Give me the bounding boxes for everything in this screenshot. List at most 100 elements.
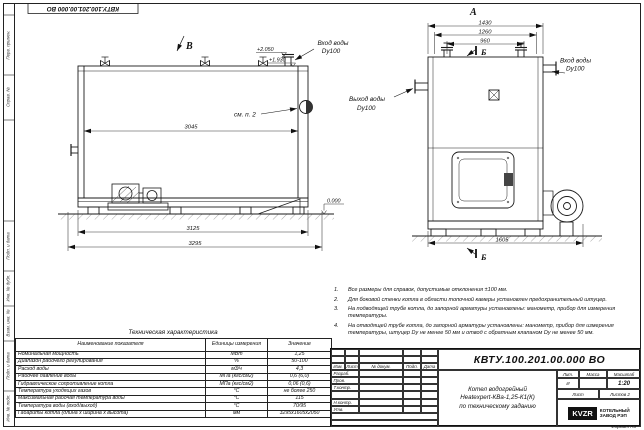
scale-value: 1:20 — [607, 378, 641, 389]
support-frame — [77, 197, 309, 208]
format-label: Формат А3 — [610, 424, 636, 429]
param-unit: °С — [205, 394, 268, 404]
tb-row-prov: Пров. — [331, 377, 359, 384]
tb-cell-empty — [403, 370, 421, 377]
tech-table-title: Техническая характеристика — [128, 329, 218, 336]
notes-list: 1. Все размеры для справок, допустимые о… — [334, 287, 637, 340]
furnace-door — [451, 151, 515, 209]
side-dimensions — [67, 128, 323, 251]
param-name: Номинальная мощность — [15, 350, 206, 359]
tb-cell-empty — [421, 399, 438, 406]
valve-icon — [258, 56, 268, 67]
tb-cell-empty — [421, 377, 438, 384]
tb-cell-empty — [403, 391, 421, 399]
tb-cell-empty — [421, 391, 438, 399]
front-view: 1430 1260 960 1605 А Б Б Вход воды Dy100… — [349, 7, 602, 262]
tb-cell-empty — [359, 370, 403, 377]
tb-cell-empty — [331, 349, 345, 356]
param-value: 0,06 (0,6) — [267, 380, 332, 389]
title-block: Изм. Лист № докум. Подп. Дата Разраб. Пр… — [330, 348, 641, 427]
param-unit: °С — [205, 387, 268, 396]
tb-cell-empty — [331, 356, 345, 363]
param-value: не более 250 — [267, 387, 332, 396]
dimension-front-outer: 1430 — [479, 20, 493, 26]
param-unit: % — [205, 357, 268, 367]
note-item: 2. Для боковой стенки котла в области то… — [334, 297, 637, 304]
tb-col-list: Лист — [345, 363, 359, 370]
param-name: Рабочее давление воды — [15, 372, 206, 382]
tb-col-podp: Подп. — [403, 363, 421, 370]
stamp-column-label: Перв. примен. — [6, 30, 11, 59]
section-label-bottom: Б — [480, 252, 487, 262]
note-item: 1. Все размеры для справок, допустимые о… — [334, 287, 637, 294]
dimension-frame-length: 3125 — [187, 226, 201, 232]
tb-cell-empty — [421, 349, 438, 356]
tb-cell-empty — [421, 384, 438, 391]
tb-cell-empty — [331, 391, 359, 399]
tb-cell-empty — [421, 356, 438, 363]
tb-cell-empty — [403, 356, 421, 363]
tb-col-izm: Изм. — [331, 363, 345, 370]
elevation-mark-mid: +1.930 — [269, 58, 286, 64]
top-valve-right — [515, 42, 527, 57]
door-handle — [504, 173, 513, 186]
param-value: 70/95 — [267, 402, 332, 411]
tb-cell-empty — [331, 420, 438, 427]
outlet-leader-front — [393, 88, 414, 98]
view-label-b: В — [185, 41, 193, 52]
elevation-mark-zero: 0.000 — [327, 199, 341, 205]
param-unit: м3/ч — [205, 365, 268, 374]
tb-cell-empty — [359, 349, 403, 356]
param-unit: МПа (кгс/см2) — [205, 380, 268, 389]
inlet-leader-front — [551, 70, 566, 75]
ground-side — [58, 213, 334, 220]
param-name: Диапазон рабочего регулирования — [15, 357, 206, 367]
tb-row-tkontr: Т.контр. — [331, 384, 359, 391]
tb-cell-empty — [359, 384, 403, 391]
lit-value: И — [557, 378, 579, 389]
stamp-column-label: Взам. инв. № — [6, 309, 11, 336]
section-label-top: Б — [480, 47, 487, 57]
tb-cell-empty — [403, 377, 421, 384]
lit-header: Лит. — [557, 370, 579, 378]
dimension-front-width: 1605 — [496, 237, 510, 243]
param-unit: МВт — [205, 350, 268, 359]
outlet-label-front: Выход воды — [349, 95, 385, 103]
doc-number-top: КВТУ.100.201.00.000 ВО — [47, 5, 119, 12]
tb-cell-empty — [345, 356, 359, 363]
company-cell: KVZR КОТЕЛЬНЫЙ ЗАВОД РЭП — [557, 399, 641, 427]
company-name: КОТЕЛЬНЫЙ ЗАВОД РЭП — [599, 407, 630, 419]
param-value: 50-100 — [267, 357, 332, 367]
stamp-column-label: Инв. № подл. — [6, 394, 11, 421]
dimension-front-mid: 1260 — [479, 29, 493, 35]
elevation-mark-top: +2.050 — [257, 47, 274, 53]
product-line3: по техническому заданию — [459, 402, 536, 410]
elevation-marks — [256, 52, 344, 215]
note-number: 2. — [334, 296, 339, 303]
sheets-label: Листов 2 — [599, 389, 641, 399]
param-unit: МПа (кгс/см2) — [205, 372, 268, 382]
table-row: Габариты котла (длина х ширина х высота)… — [15, 409, 332, 419]
doc-number-box — [27, 3, 139, 14]
valve-icon — [200, 56, 210, 67]
note-item: 4. На отводящей трубе котла, до запорной… — [334, 323, 637, 337]
tb-cell-empty — [359, 356, 403, 363]
product-line2: Heatexpert-КВа-1,25-К1(К) — [460, 394, 535, 402]
stamp-column-label: Подп. и дата — [6, 232, 11, 260]
product-line1: Котел водогрейный — [468, 385, 527, 393]
param-name: Температура уходящих газов — [15, 387, 206, 396]
stamp-column-label: Подп. и дата — [6, 352, 11, 380]
inlet-label-side: Вход воды — [317, 39, 348, 47]
tb-cell-empty — [421, 406, 438, 413]
note-number: 1. — [334, 287, 339, 293]
ground-front — [412, 235, 602, 242]
view-label-a: А — [469, 7, 477, 18]
param-name: Габариты котла (длина х ширина х высота) — [15, 409, 206, 419]
see-note-leader — [260, 107, 298, 115]
note-item: 3. На подводящей трубе котла, до запорно… — [334, 306, 637, 320]
